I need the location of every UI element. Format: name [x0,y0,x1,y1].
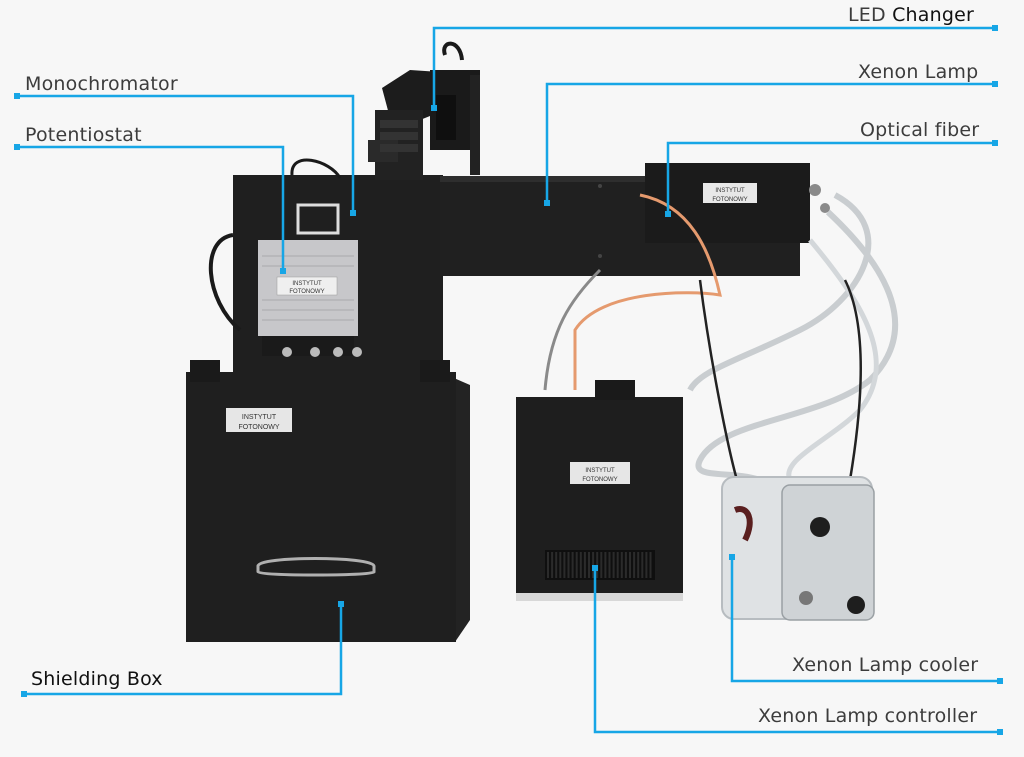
tube-clear-1 [687,192,872,392]
callout-marker-led-changer-end [431,105,437,111]
xenon-lamp-cooler-device [721,476,875,621]
equipment-group: INSTYTUT FOTONOWY [186,41,899,642]
tube-clear-3 [786,238,879,482]
label-xenon-lamp: Xenon Lamp [858,61,979,83]
callout-marker-potentiostat-end [280,268,286,274]
label-monochromator: Monochromator [25,73,178,95]
box-sticker-line1: INSTYTUT [242,414,277,421]
cable-grey-1 [543,268,602,391]
cable-left [208,233,242,332]
label-potentiostat: Potentiostat [25,124,142,146]
callout-line-xenon-lamp-controller [593,568,1000,734]
label-led-changer: LED Changer [848,4,974,26]
callout-marker-xenon-lamp-start [992,81,998,87]
callout-marker-monochromator-start [14,93,20,99]
label-led-changer-prefix: LED [848,4,886,26]
callout-marker-potentiostat-start [14,144,20,150]
callout-marker-xenon-lamp-controller-end [592,565,598,571]
callout-line-monochromator [17,94,355,213]
fiber-cable-orange [573,193,722,390]
callout-marker-xenon-lamp-cooler-start [997,678,1003,684]
shielding-box-device: INSTYTUT FOTONOWY [186,360,470,642]
callout-marker-monochromator-end [350,210,356,216]
callouts [14,25,1003,735]
callout-marker-xenon-lamp-cooler-end [729,554,735,560]
callout-marker-xenon-lamp-controller-start [997,729,1003,735]
callout-line-led-changer [432,26,995,108]
monochromator-device [368,70,445,180]
controller-sticker-line2: FOTONOWY [582,477,617,483]
label-led-changer-word: Changer [892,4,975,26]
potentiostat-device: INSTYTUT FOTONOWY [258,203,362,357]
callout-marker-xenon-lamp-end [544,200,550,206]
potentiostat-sticker-line2: FOTONOWY [289,289,324,295]
callout-marker-shielding-box-start [21,691,27,697]
shielding-box-handle [256,557,376,577]
callout-line-optical-fiber [666,141,995,214]
optical-fiber-block: INSTYTUT FOTONOWY [645,163,830,243]
cable-top [290,158,342,179]
label-optical-fiber: Optical fiber [860,119,980,141]
callout-marker-shielding-box-end [338,601,344,607]
label-xenon-lamp-controller: Xenon Lamp controller [758,705,978,727]
callout-marker-led-changer-start [992,25,998,31]
tube-clear-2 [695,209,899,483]
led-changer-device [430,41,480,175]
box-sticker-line2: FOTONOWY [238,424,279,431]
xenon-lamp-controller-device: INSTYTUT FOTONOWY [516,380,683,601]
sticker-line2: FOTONOWY [712,197,747,203]
callout-line-potentiostat [17,145,285,271]
potentiostat-sticker-line1: INSTYTUT [292,281,322,287]
callout-line-shielding-box [24,604,343,696]
controller-sticker-line1: INSTYTUT [585,468,615,474]
cable-black-long [698,279,742,491]
callout-marker-optical-fiber-end [665,211,671,217]
label-shielding-box: Shielding Box [31,668,163,690]
label-xenon-lamp-cooler: Xenon Lamp cooler [792,654,979,676]
sticker-line1: INSTYTUT [715,188,745,194]
cable-black-right [843,279,862,481]
callout-marker-optical-fiber-start [992,140,998,146]
callout-line-xenon-lamp-cooler [730,557,1000,683]
callout-line-xenon-lamp [545,82,995,203]
